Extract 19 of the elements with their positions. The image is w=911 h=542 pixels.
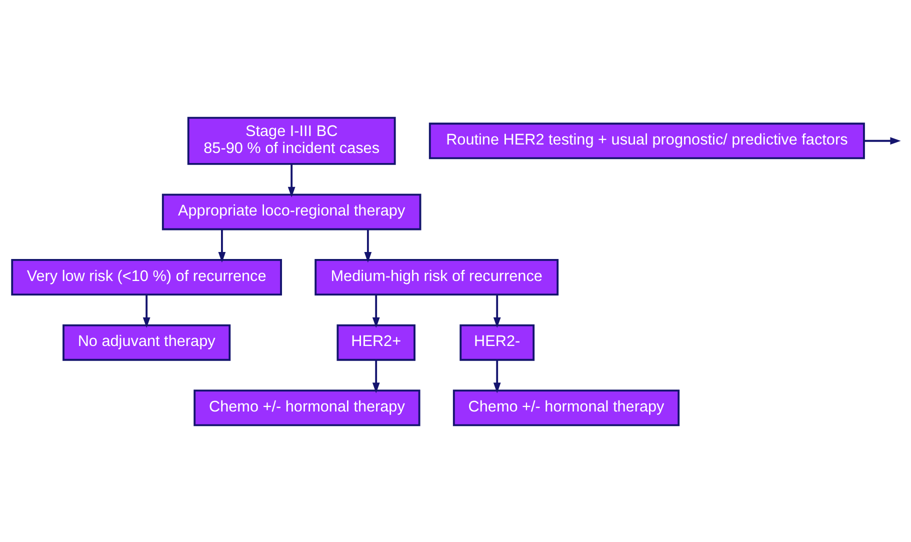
node-box: HER2+: [336, 324, 416, 360]
arrow: [864, 136, 901, 144]
arrow: [364, 228, 372, 262]
arrow: [493, 360, 501, 393]
node-box: Appropriate loco-regional therapy: [162, 193, 422, 230]
node-box: Medium-high risk of recurrence: [314, 258, 559, 295]
node-box: Routine HER2 testing + usual prognostic/ predictive factors: [428, 122, 865, 159]
node-box: No adjuvant therapy: [62, 324, 231, 360]
arrow: [288, 164, 296, 197]
node-box: Chemo +/- hormonal therapy: [194, 389, 420, 426]
arrow: [372, 360, 380, 393]
node-box: HER2-: [460, 324, 535, 360]
arrow: [142, 294, 150, 328]
node-box: Stage I-III BC 85-90 % of incident cases: [187, 116, 396, 164]
node-box: Chemo +/- hormonal therapy: [452, 389, 680, 426]
arrow: [372, 294, 380, 328]
arrow: [493, 294, 501, 328]
node-box: Very low risk (<10 %) of recurrence: [11, 258, 282, 295]
arrow: [218, 228, 226, 262]
